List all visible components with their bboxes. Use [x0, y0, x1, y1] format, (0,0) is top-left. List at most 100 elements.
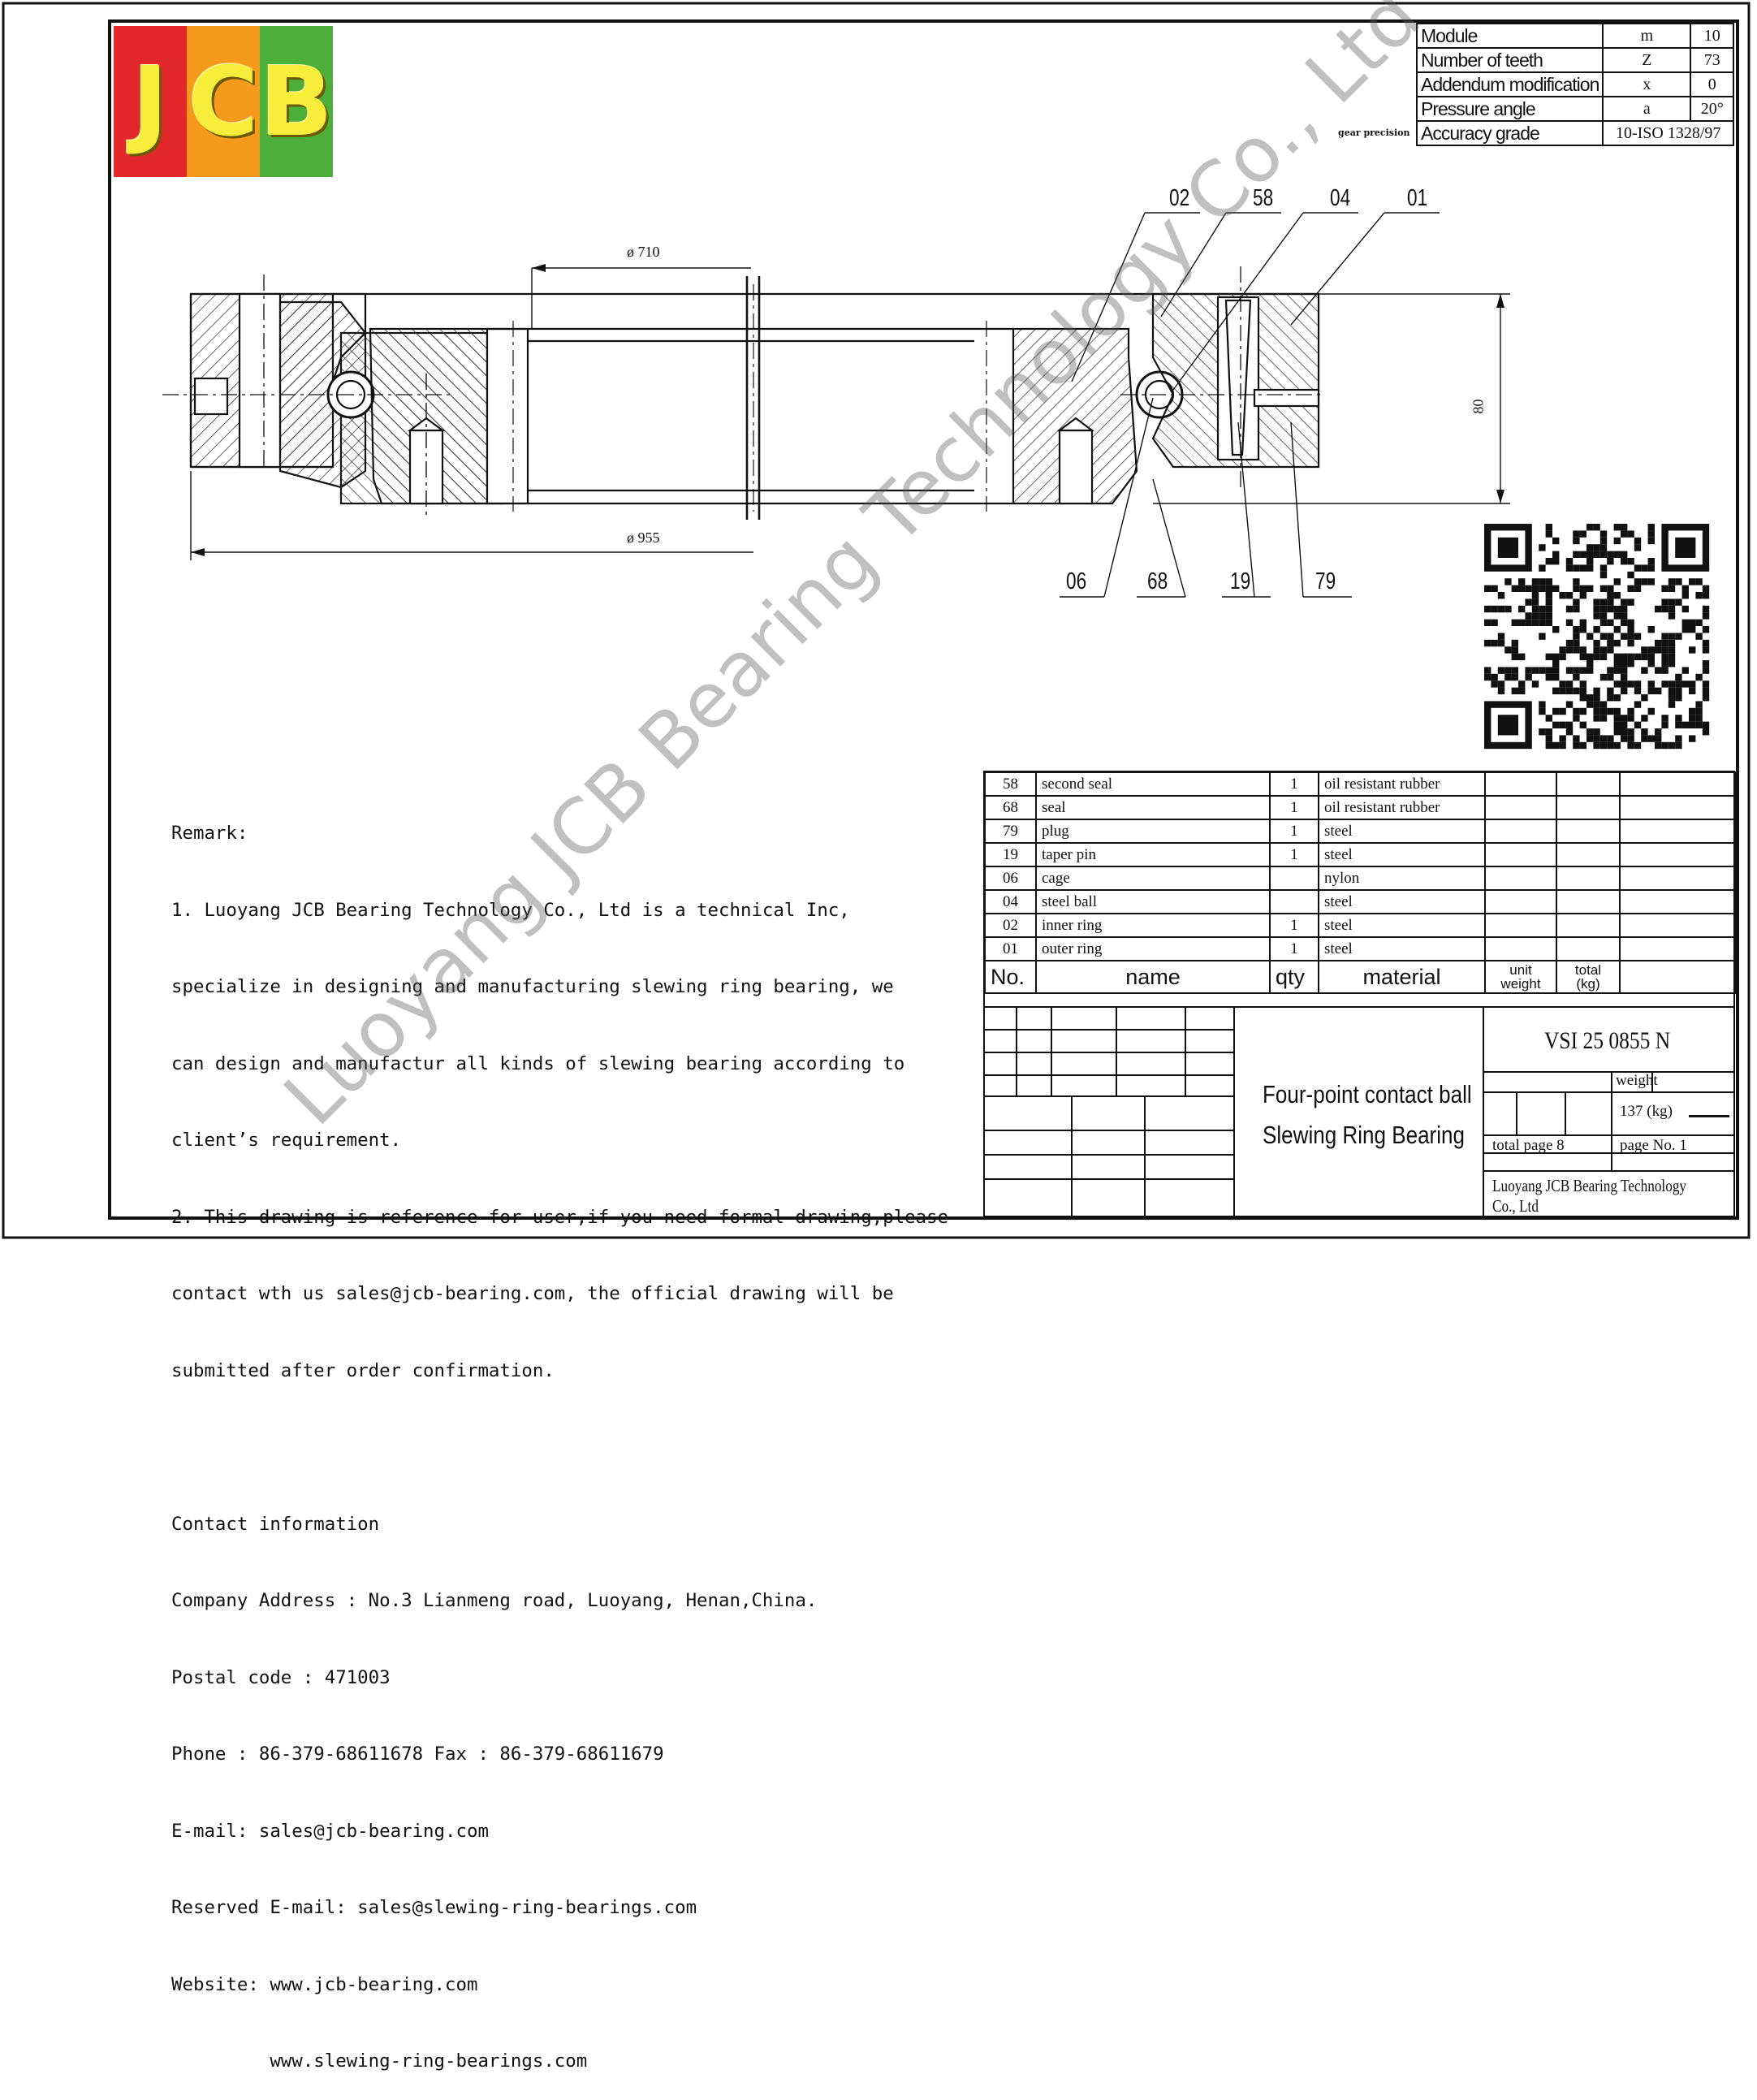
qr-module [1607, 687, 1614, 694]
qr-module [1695, 673, 1703, 681]
qr-module [1621, 681, 1628, 688]
qr-module [1545, 524, 1552, 531]
qr-module [1613, 537, 1621, 545]
qr-module [1573, 626, 1580, 633]
qr-module [1599, 585, 1608, 592]
qr-module [1661, 585, 1669, 592]
parts-cell-blank [1556, 866, 1621, 891]
parts-cell-blank [1484, 866, 1557, 891]
qr-module [1668, 639, 1676, 647]
product-name-line1: Four-point contact ball [1263, 1080, 1472, 1108]
qr-module [1689, 721, 1696, 728]
qr-module [1627, 741, 1634, 750]
qr-module [1573, 646, 1580, 654]
qr-module [1613, 660, 1621, 668]
remark-line: contact wth us sales@jcb-bearing.com, th… [171, 1283, 894, 1304]
qr-module [1565, 701, 1574, 708]
qr-module [1621, 715, 1628, 722]
qr-module [1681, 667, 1689, 674]
parts-cell-qty [1269, 866, 1319, 891]
qr-module [1607, 598, 1614, 606]
qr-module [1593, 715, 1600, 722]
logo-letter-b: B [260, 26, 333, 177]
qr-module [1518, 687, 1526, 694]
qr-module [1634, 537, 1642, 545]
parts-cell-qty: 1 [1269, 842, 1319, 867]
qr-module [1695, 592, 1703, 599]
qr-module [1565, 558, 1574, 565]
logo-letter-j: J [114, 26, 187, 177]
qr-module [1511, 619, 1518, 626]
qr-module [1634, 741, 1642, 750]
parts-cell-blank [1619, 842, 1736, 867]
parts-cell-material: steel [1318, 819, 1486, 844]
qr-module [1661, 633, 1669, 640]
qr-module [1599, 653, 1608, 660]
qr-module [1565, 721, 1574, 728]
qr-module [1655, 646, 1662, 654]
qr-module [1702, 605, 1710, 613]
qr-module [1607, 667, 1614, 674]
qr-module [1607, 592, 1614, 599]
qr-module [1613, 639, 1621, 647]
qr-module [1661, 660, 1669, 668]
qr-module [1655, 741, 1662, 750]
qr-module [1545, 612, 1552, 620]
qr-module [1579, 721, 1586, 728]
qr-module [1545, 585, 1552, 592]
qr-module [1702, 721, 1710, 728]
qr-module [1593, 694, 1600, 702]
remark-line: submitted after order confirmation. [171, 1359, 555, 1381]
qr-module [1552, 660, 1560, 668]
qr-module [1689, 735, 1696, 742]
parts-cell-no: 19 [984, 842, 1037, 867]
qr-module [1559, 741, 1566, 750]
qr-module [1593, 707, 1600, 715]
qr-module [1607, 639, 1614, 647]
qr-module [1518, 681, 1526, 688]
qr-module [1593, 598, 1600, 606]
remark-line [171, 1435, 948, 1461]
qr-module [1565, 592, 1574, 599]
qr-module [1647, 681, 1655, 688]
qr-module [1586, 544, 1594, 551]
remark-line: client’s requirement. [171, 1130, 402, 1151]
parts-cell-blank [1556, 842, 1621, 867]
qr-module [1593, 653, 1600, 660]
qr-module [1599, 619, 1608, 626]
qr-module [1627, 660, 1634, 668]
qr-module [1593, 639, 1600, 647]
qr-module [1661, 667, 1669, 674]
parts-cell-no: 02 [984, 913, 1037, 938]
qr-module [1579, 619, 1586, 626]
qr-module [1627, 626, 1634, 633]
callout-19: 19 [1230, 568, 1251, 594]
qr-module [1613, 605, 1621, 613]
qr-module [1621, 558, 1628, 565]
qr-module [1641, 646, 1648, 654]
parts-cell-blank [1484, 913, 1557, 938]
qr-module [1661, 605, 1669, 613]
qr-module [1573, 564, 1580, 572]
qr-module [1675, 578, 1682, 585]
qr-module [1545, 605, 1552, 613]
qr-module [1621, 633, 1628, 640]
qr-module [1689, 619, 1696, 626]
header-blank [1619, 960, 1736, 994]
spec-value: 10 [1690, 23, 1734, 49]
qr-module [1689, 707, 1696, 715]
qr-module [1545, 653, 1552, 660]
qr-module [1559, 681, 1566, 688]
qr-module [1552, 537, 1560, 545]
qr-module [1613, 694, 1621, 702]
qr-module [1539, 544, 1546, 551]
qr-module [1484, 585, 1492, 592]
parts-cell-blank [1556, 889, 1621, 914]
qr-module [1599, 544, 1608, 551]
qr-finder [1497, 537, 1518, 558]
qr-module [1559, 721, 1566, 728]
parts-cell-blank [1484, 936, 1557, 961]
